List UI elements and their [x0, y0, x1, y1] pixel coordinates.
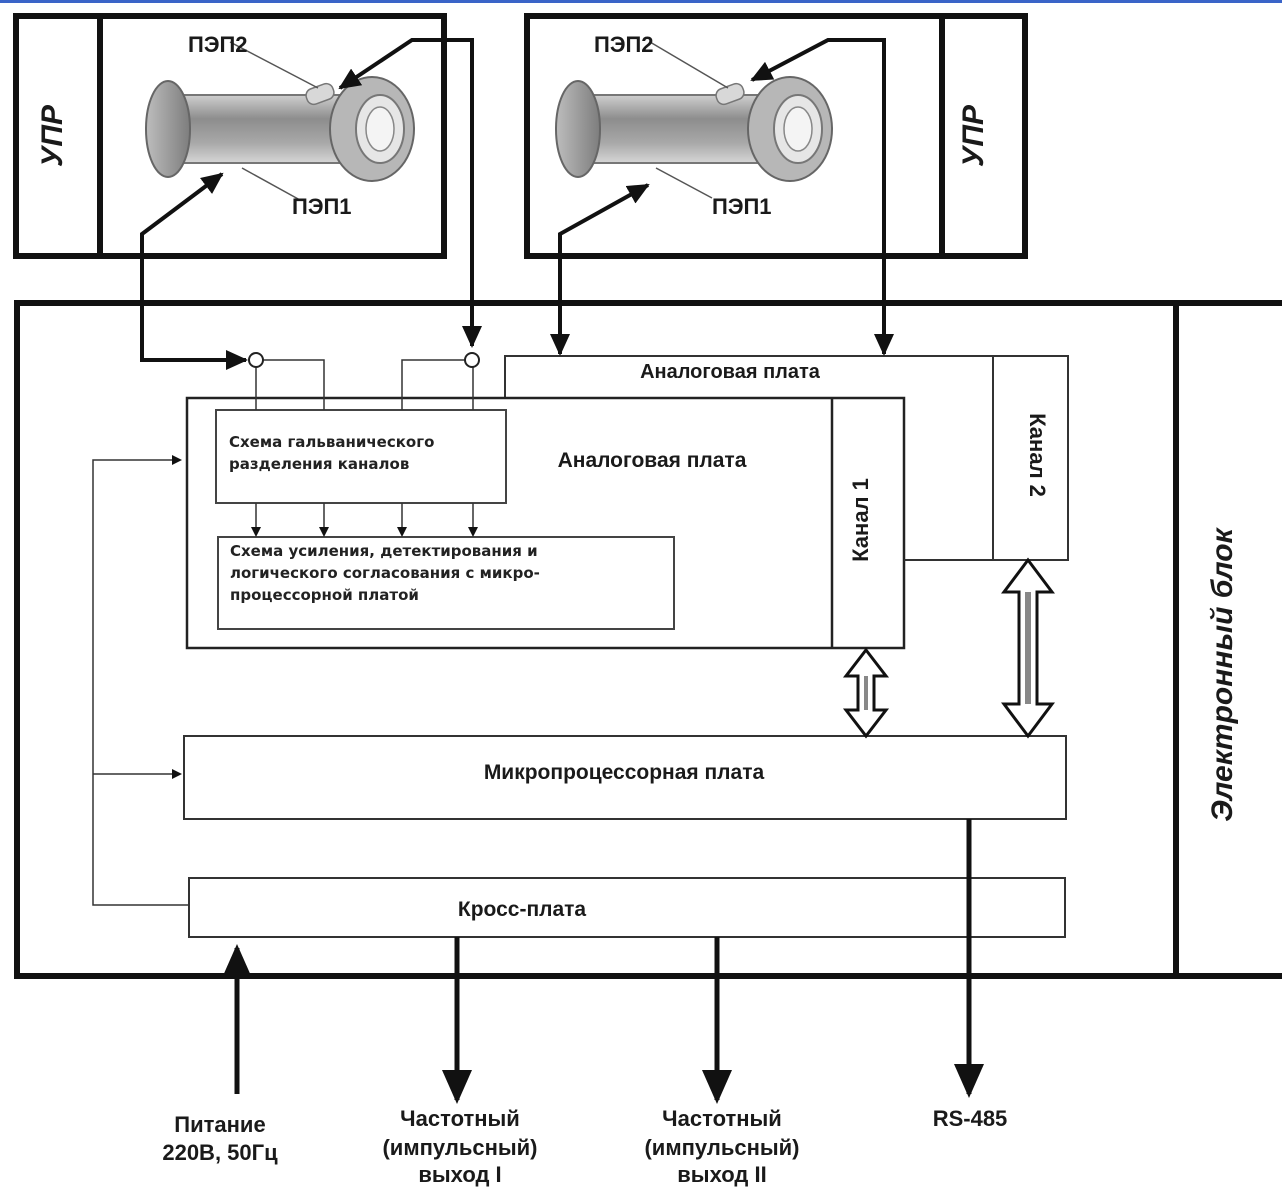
sensor-left-pep2-leader: [229, 41, 319, 89]
sensor-right-upr-label: УПР: [957, 104, 990, 167]
amplifier-line1: Схема усиления, детектирования и: [230, 542, 538, 560]
connector-1-icon: [248, 352, 264, 368]
freq1-label-line2: (импульсный): [382, 1135, 537, 1160]
power-label-line2: 220В, 50Гц: [162, 1140, 278, 1165]
galvanic-isolation-block: [215, 409, 507, 504]
connector-2-icon: [464, 352, 480, 368]
freq1-label-line1: Частотный: [400, 1106, 520, 1131]
electronic-block-label: Электронный блок: [1206, 526, 1239, 821]
sensor-left: УПР ПЭП2 ПЭП1: [13, 13, 447, 259]
freq1-label-line3: выход I: [418, 1162, 501, 1187]
bus-arrow-channel-1: [842, 647, 890, 739]
analog-board-2-label: Аналоговая плата: [640, 361, 821, 383]
galvanic-isolation-line2: разделения каналов: [229, 455, 409, 473]
freq2-label-line3: выход II: [677, 1162, 766, 1187]
sensor-left-upr-label: УПР: [36, 104, 69, 167]
sensor-right: УПР ПЭП2 ПЭП1: [524, 13, 1028, 259]
sensor-cables: [140, 38, 894, 370]
amplifier-block: [217, 536, 675, 630]
amplifier-line2: логического согласования с микро-: [230, 564, 540, 582]
amplifier-line3: процессорной платой: [230, 586, 419, 604]
sensor-right-pep2-label: ПЭП2: [594, 32, 654, 57]
sensor-right-pep1-label: ПЭП1: [712, 194, 772, 219]
sensor-left-pep2-label: ПЭП2: [188, 32, 248, 57]
cross-board: [188, 877, 1066, 938]
analog-board-2-channel-label: Канал 2: [1025, 413, 1050, 497]
freq2-label-line1: Частотный: [662, 1106, 782, 1131]
sensor-left-pep1-leader: [241, 167, 301, 201]
analog-board-1-channel-label: Канал 1: [848, 478, 873, 562]
bottom-labels: Питание 220В, 50Гц Частотный (импульсный…: [162, 1106, 1007, 1187]
sensor-right-pipe-icon: [555, 76, 833, 182]
microprocessor-board: [183, 735, 1067, 820]
electronic-block-frame: [14, 300, 1282, 979]
external-io-arrows: [222, 819, 984, 1104]
galvanic-to-amp-arrows: [251, 503, 478, 537]
connector-wires: [255, 359, 474, 410]
analog-board-1: Канал 1 Аналоговая плата Схема гальванич…: [185, 352, 906, 650]
cross-board-label: Кросс-плата: [458, 898, 587, 921]
microprocessor-board-label: Микропроцессорная плата: [484, 761, 765, 784]
freq2-label-line2: (импульсный): [644, 1135, 799, 1160]
power-label-line1: Питание: [174, 1112, 265, 1137]
bus-arrow-channel-2: [1001, 557, 1055, 739]
sensor-right-pep2-leader: [649, 41, 729, 89]
power-distribution-lines: [92, 455, 189, 906]
sensor-left-pep1-label: ПЭП1: [292, 194, 352, 219]
analog-board-1-label: Аналоговая плата: [558, 449, 747, 472]
sensor-right-pep1-leader: [655, 167, 713, 199]
sensor-left-pipe-icon: [145, 76, 415, 182]
rs485-label: RS-485: [933, 1106, 1008, 1131]
galvanic-isolation-line1: Схема гальванического: [229, 433, 434, 451]
